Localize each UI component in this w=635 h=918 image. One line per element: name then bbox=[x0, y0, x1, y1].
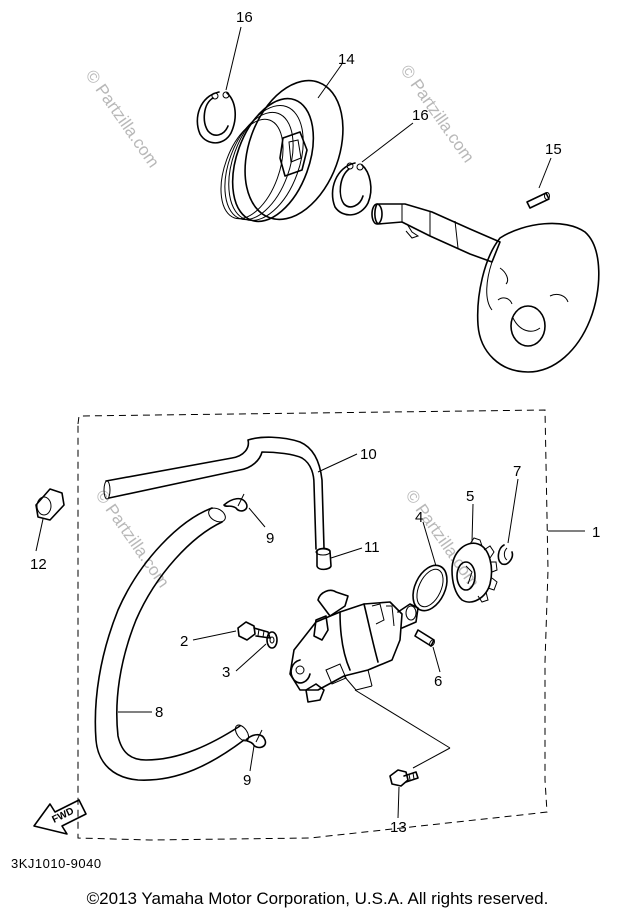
callout-16-right: 16 bbox=[412, 107, 429, 124]
copyright-notice: ©2013 Yamaha Motor Corporation, U.S.A. A… bbox=[86, 889, 549, 908]
clip-part-7 bbox=[497, 544, 514, 566]
fwd-arrow-icon: FWD bbox=[33, 799, 87, 835]
assembly-guide-line bbox=[354, 689, 451, 749]
watermark-3: © Partzilla.com bbox=[92, 486, 173, 591]
collar-part-11 bbox=[315, 547, 332, 571]
leader-11 bbox=[330, 547, 363, 559]
impeller-part bbox=[476, 222, 600, 373]
leader-7 bbox=[507, 478, 519, 544]
leader-16-left bbox=[225, 26, 242, 91]
leader-14 bbox=[317, 63, 343, 99]
assembly-guide-line-2 bbox=[412, 747, 451, 769]
bolt-part-13 bbox=[389, 769, 419, 787]
o-ring-part-4 bbox=[412, 564, 448, 612]
callout-2: 2 bbox=[180, 633, 188, 650]
watermark-2: © Partzilla.com bbox=[397, 61, 478, 166]
fwd-label: FWD bbox=[50, 806, 75, 826]
leader-9-upper bbox=[248, 507, 266, 528]
callout-12: 12 bbox=[30, 556, 47, 573]
callout-labels: 16 14 16 15 10 7 5 4 1 9 11 12 2 3 6 8 9… bbox=[30, 9, 600, 836]
assembly-box bbox=[77, 409, 549, 841]
water-pump-body bbox=[289, 589, 419, 703]
leader-4 bbox=[422, 521, 437, 567]
callout-15: 15 bbox=[545, 141, 562, 158]
callout-14: 14 bbox=[338, 51, 355, 68]
leader-16-right bbox=[361, 122, 414, 163]
callout-7: 7 bbox=[513, 463, 521, 480]
callout-8: 8 bbox=[155, 704, 163, 721]
pin-part-15 bbox=[526, 192, 550, 209]
diagram-code: 3KJ1010-9040 bbox=[11, 856, 102, 871]
callout-11: 11 bbox=[364, 539, 380, 556]
callout-6: 6 bbox=[434, 673, 442, 690]
callout-16-left: 16 bbox=[236, 9, 253, 26]
callout-4: 4 bbox=[415, 509, 423, 526]
pin-part-6 bbox=[414, 629, 435, 647]
callout-13: 13 bbox=[390, 819, 407, 836]
leader-3 bbox=[235, 643, 267, 672]
leader-15 bbox=[538, 157, 552, 189]
callout-5: 5 bbox=[466, 488, 474, 505]
callout-3: 3 bbox=[222, 664, 230, 681]
circlip-part-16-left bbox=[196, 91, 236, 144]
impeller-shaft bbox=[371, 203, 501, 263]
cap-part-12 bbox=[35, 488, 65, 521]
washer-part-3 bbox=[266, 631, 278, 649]
pulley-part-14 bbox=[220, 79, 344, 223]
leader-10 bbox=[317, 453, 358, 473]
leader-5 bbox=[471, 503, 474, 543]
callout-9-upper: 9 bbox=[266, 530, 274, 547]
leader-13 bbox=[397, 786, 400, 819]
hose-part-10 bbox=[103, 436, 325, 550]
leader-6 bbox=[432, 646, 441, 673]
leader-12 bbox=[35, 518, 44, 552]
callout-9-lower: 9 bbox=[243, 772, 251, 789]
circlip-part-16-right bbox=[331, 162, 372, 216]
leader-2 bbox=[192, 630, 237, 641]
callout-10: 10 bbox=[360, 446, 377, 463]
clamp-part-9-lower bbox=[245, 729, 267, 749]
screw-part-2 bbox=[237, 621, 271, 641]
leader-9-lower bbox=[249, 745, 255, 772]
hose-part-8 bbox=[94, 507, 250, 781]
callout-1: 1 bbox=[592, 524, 600, 541]
clamp-part-9-upper bbox=[223, 493, 248, 512]
watermark-1: © Partzilla.com bbox=[82, 66, 163, 171]
gear-part-5 bbox=[451, 537, 498, 603]
